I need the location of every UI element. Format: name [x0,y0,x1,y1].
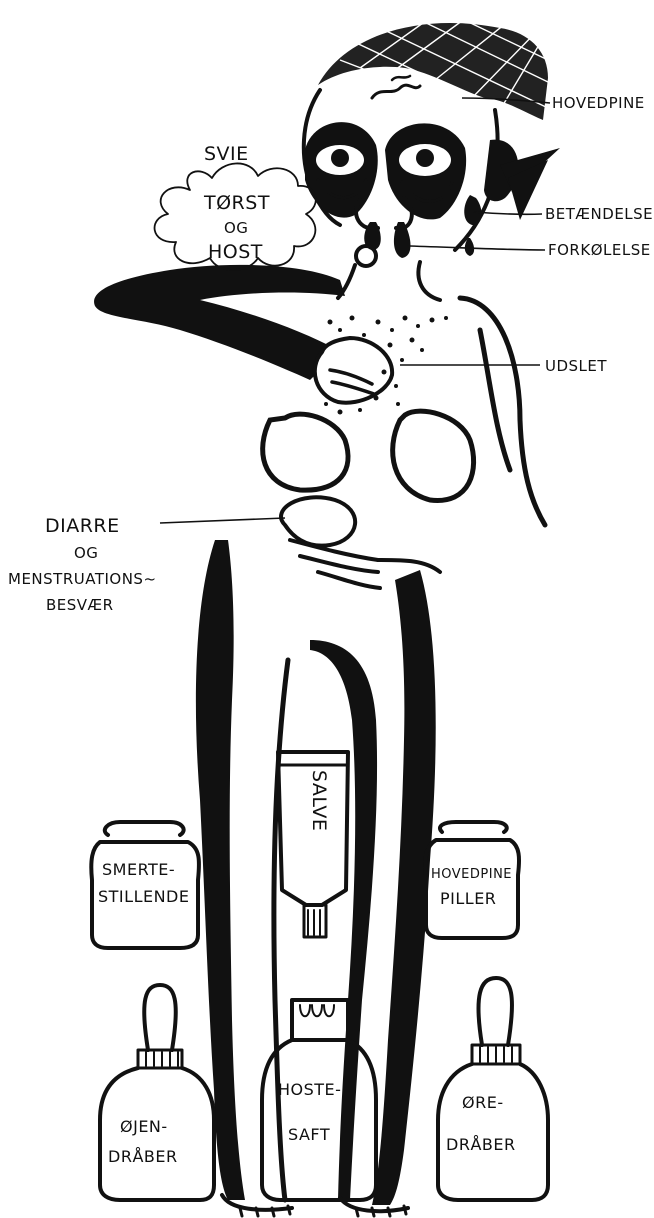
jar-hovedpine-line-1: HOVEDPINE [431,867,512,882]
bottle-oejen-line-1: ØJEN- [120,1117,168,1136]
label-og-2: OG [74,544,98,562]
label-toerst: TØRST [203,192,270,214]
label-betaendelse: BETÆNDELSE [545,205,653,223]
label-og-1: OG [224,219,248,237]
bottle-oeredraaber: ØRE- DRÅBER [438,978,548,1200]
bottle-oejendraaber: ØJEN- DRÅBER [100,985,214,1200]
label-hovedpine: HOVEDPINE [552,94,645,112]
label-besvaer: BESVÆR [46,596,114,614]
jar-smerte-line-2: STILLENDE [98,887,189,906]
salve-tube: SALVE [278,752,348,937]
figure-head [304,15,560,266]
label-svie: SVIE [204,143,249,165]
bottle-hoste-line-1: HOSTE- [278,1080,341,1099]
jar-smerte-line-1: SMERTE- [102,860,175,879]
label-menstruations: MENSTRUATIONS~ [8,570,157,588]
bottle-oere-line-2: DRÅBER [446,1135,516,1154]
jar-hovedpinepiller: HOVEDPINE PILLER [425,822,519,938]
label-forkoelelse: FORKØLELSE [548,241,651,259]
salve-label: SALVE [308,770,330,831]
label-udslet: UDSLET [545,357,607,375]
jar-hovedpine-line-2: PILLER [440,889,496,908]
hatched-hair [318,23,548,120]
label-host: HOST [208,241,263,263]
figure-body [94,262,545,1216]
bottle-oejen-line-2: DRÅBER [108,1147,178,1166]
bottle-oere-line-1: ØRE- [462,1093,504,1112]
bottle-hoste-line-2: SAFT [288,1125,330,1144]
jar-smertestillende: SMERTE- STILLENDE [91,822,199,948]
label-diarre: DIARRE [45,515,120,537]
